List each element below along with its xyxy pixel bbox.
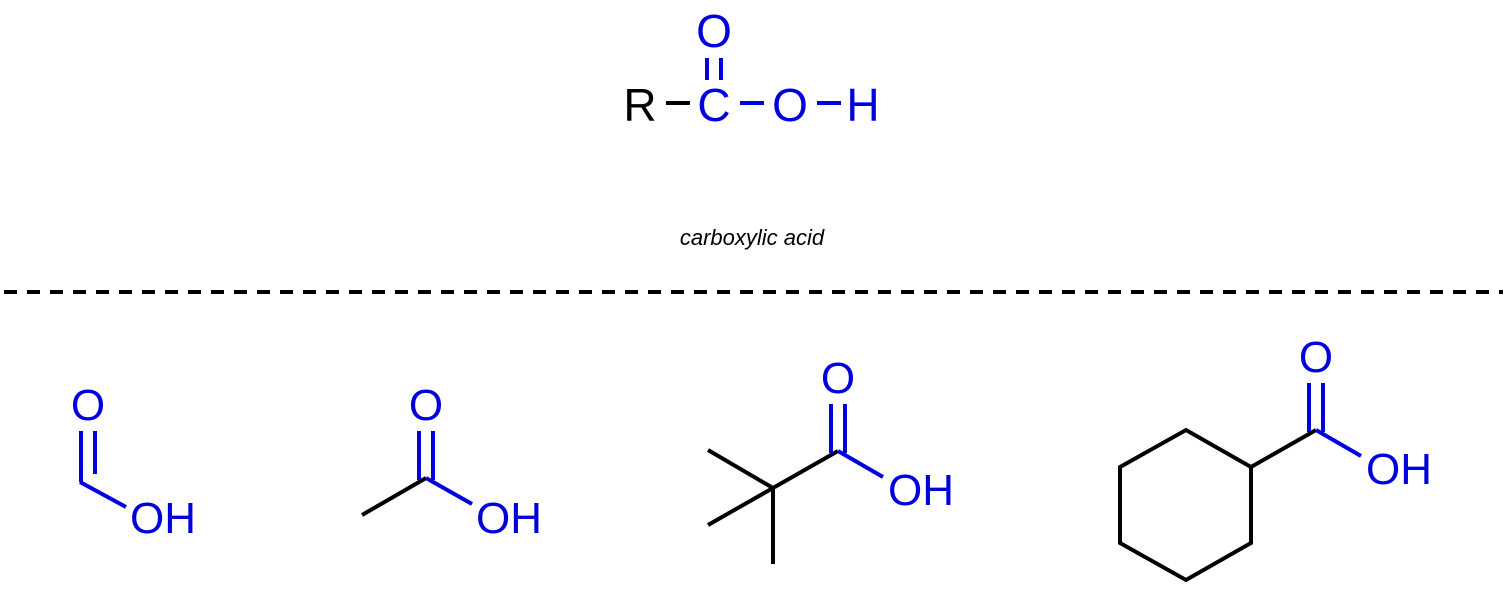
general-structure: R C O O H carboxylic acid xyxy=(623,5,879,250)
pivalic-upper-methyl-bond xyxy=(706,448,775,490)
pivalic-c-oh-bond xyxy=(836,449,885,479)
example-formic-acid: O OH xyxy=(71,381,196,543)
pivalic-lower-methyl-bond xyxy=(707,486,774,527)
formic-c-oh-bond xyxy=(79,480,127,509)
carbonyl-oxygen-label: O xyxy=(696,5,732,57)
cyclohexyl-hydroxyl: OH xyxy=(1366,445,1432,494)
cyclohexyl-c-oh-bond xyxy=(1314,428,1363,458)
acetic-hydroxyl: OH xyxy=(476,494,542,543)
example-acetic-acid: O OH xyxy=(360,381,542,543)
r-group-label: R xyxy=(623,79,656,131)
caption-carboxylic-acid: carboxylic acid xyxy=(680,225,825,250)
formic-carbonyl-oxygen: O xyxy=(71,381,105,430)
formic-hydroxyl: OH xyxy=(130,494,196,543)
example-cyclohexanecarboxylic-acid: O OH xyxy=(1118,333,1432,583)
acetic-carbonyl-oxygen: O xyxy=(409,381,443,430)
hydrogen-label: H xyxy=(846,79,879,131)
carbon-label: C xyxy=(697,79,730,131)
cyclohexyl-carbonyl-oxygen: O xyxy=(1299,333,1333,382)
pivalic-hydroxyl: OH xyxy=(888,466,954,515)
cyclohexane-ring xyxy=(1118,427,1253,583)
hydroxyl-oxygen-label: O xyxy=(772,79,808,131)
acetic-methyl-bond xyxy=(360,476,428,517)
example-pivalic-acid: O OH xyxy=(706,354,954,564)
pivalic-carbonyl-oxygen: O xyxy=(821,354,855,403)
pivalic-quaternary-carboxyl-bond xyxy=(772,449,839,490)
cyclohexyl-carboxyl-bond xyxy=(1250,428,1317,469)
acetic-c-oh-bond xyxy=(425,476,473,506)
